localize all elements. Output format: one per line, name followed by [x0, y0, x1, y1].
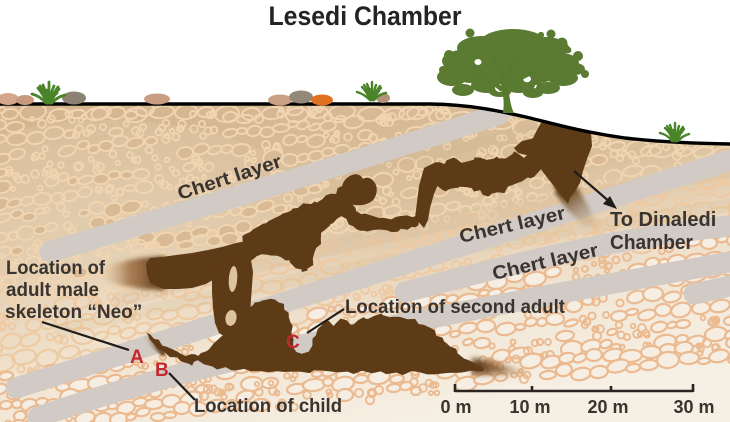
svg-text:Location of child: Location of child [194, 396, 342, 417]
svg-text:A: A [130, 347, 144, 368]
svg-text:10 m: 10 m [509, 397, 550, 417]
svg-text:30 m: 30 m [673, 397, 714, 417]
svg-text:B: B [155, 360, 169, 381]
svg-text:Lesedi Chamber: Lesedi Chamber [269, 1, 462, 31]
svg-text:20 m: 20 m [587, 397, 628, 417]
svg-text:To Dinaledi: To Dinaledi [610, 209, 716, 231]
svg-text:Location of: Location of [6, 258, 106, 279]
svg-text:Chamber: Chamber [610, 232, 693, 254]
svg-text:0 m: 0 m [440, 397, 471, 417]
svg-text:C: C [286, 332, 300, 353]
svg-text:Location of second adult: Location of second adult [345, 297, 566, 318]
svg-text:skeleton “Neo”: skeleton “Neo” [5, 302, 142, 323]
svg-text:adult male: adult male [6, 280, 99, 301]
